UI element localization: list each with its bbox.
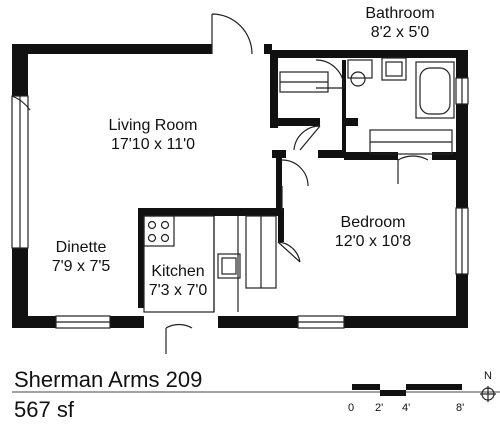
room-name: Living Room	[108, 117, 198, 134]
compass-label: N	[484, 370, 492, 382]
room-label-living-room: Living Room 17'10 x 11'0	[88, 116, 218, 154]
room-label-bedroom: Bedroom 12'0 x 10'8	[318, 213, 428, 251]
room-name: Bathroom	[365, 5, 435, 22]
unit-title: Sherman Arms 209	[14, 367, 203, 392]
toilet-icon	[350, 71, 366, 87]
room-label-bathroom: Bathroom 8'2 x 5'0	[345, 4, 455, 42]
sink-icon	[217, 253, 241, 279]
scale-label: 0	[348, 402, 355, 414]
unit-area: 567 sf	[14, 397, 74, 422]
room-dims: 17'10 x 11'0	[110, 136, 196, 153]
room-label-dinette: Dinette 7'9 x 7'5	[36, 238, 126, 276]
bath-sink-icon	[381, 57, 407, 81]
exterior-walls	[12, 44, 468, 328]
scale-bar	[352, 384, 462, 396]
room-dims: 8'2 x 5'0	[370, 24, 430, 41]
fixture-lines	[143, 59, 455, 313]
appliances	[143, 57, 407, 279]
room-name: Bedroom	[340, 214, 406, 231]
room-name: Kitchen	[151, 263, 205, 280]
room-dims: 7'3 x 7'0	[148, 282, 208, 299]
north-arrow-icon	[480, 386, 496, 402]
scale-label: 8'	[456, 402, 465, 414]
room-dims: 7'9 x 7'5	[51, 258, 111, 275]
interior-walls	[138, 52, 458, 308]
windows	[11, 77, 469, 329]
scale-label: 2'	[375, 402, 384, 414]
room-label-kitchen: Kitchen 7'3 x 7'0	[132, 262, 224, 300]
room-name: Dinette	[55, 239, 107, 256]
scale-label: 4'	[402, 402, 411, 414]
stove-icon	[143, 215, 175, 247]
room-dims: 12'0 x 10'8	[334, 233, 412, 250]
doors	[11, 13, 429, 354]
